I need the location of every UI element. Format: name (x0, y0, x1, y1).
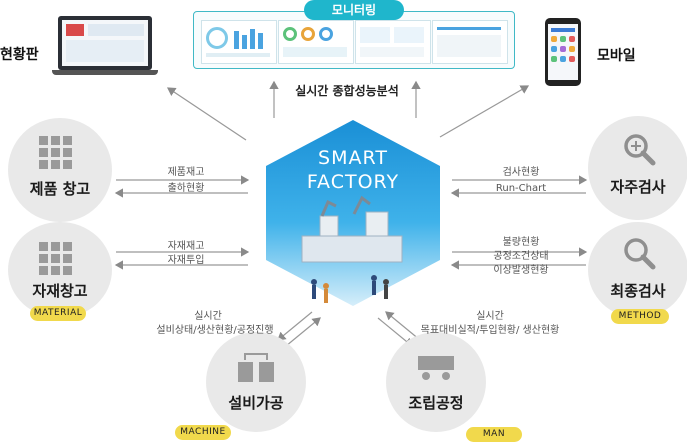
flow-assembly-realtime: 실시간 (476, 311, 504, 322)
magnifier-icon (624, 238, 656, 270)
material-warehouse-label: 자재창고 (32, 282, 88, 300)
mobile-label: 모바일 (597, 48, 636, 64)
grid-icon (39, 136, 72, 169)
flow-product-in: 제품재고 (167, 167, 205, 178)
conveyor-illustration (301, 235, 403, 263)
realtime-analysis-label: 실시간 종합성능분석 (295, 84, 399, 98)
final-inspection-label: 최종검사 (610, 282, 666, 300)
smart-factory-hub (266, 120, 440, 306)
flow-material-in: 자재재고 (167, 241, 205, 252)
grid-icon (39, 242, 72, 275)
dashboard-laptop-icon (52, 16, 158, 78)
flow-assembly-detail: 목표대비실적/투입현황/ 생산현황 (420, 325, 560, 336)
flow-anomaly: 이상발생현황 (493, 265, 549, 276)
assembly-label: 조립공정 (408, 394, 464, 412)
flow-product-out: 출하현황 (167, 183, 205, 194)
monitor-screen-2 (278, 20, 354, 64)
monitoring-title: 모니터링 (304, 0, 404, 20)
equipment-node: 설비가공 (206, 332, 306, 432)
flow-defect-status: 불량현황 (502, 237, 540, 248)
monitor-screen-3 (355, 20, 431, 64)
hub-title-line2: FACTORY (306, 171, 400, 193)
tag-material: MATERIAL (30, 306, 86, 321)
flow-equipment-detail: 설비상태/생산현황/공정진행 (156, 325, 274, 336)
monitor-screen-1 (201, 20, 277, 64)
equipment-label: 설비가공 (228, 394, 284, 412)
tag-man: MAN (466, 427, 522, 442)
assembly-node: 조립공정 (386, 332, 486, 432)
tag-machine: MACHINE (175, 425, 231, 440)
hub-title-line1: SMART (318, 147, 388, 169)
flow-material-out: 자재투입 (167, 255, 205, 266)
material-warehouse-node: 자재창고 (8, 222, 112, 318)
flow-equipment-realtime: 실시간 (194, 311, 222, 322)
flow-process-condition: 공정조건상태 (493, 251, 549, 262)
arrow-to-mobile (439, 85, 530, 138)
self-inspection-label: 자주검사 (610, 178, 666, 196)
dashboard-label: 현황판 (0, 47, 39, 63)
conveyor-cart-icon (418, 356, 454, 380)
mobile-phone-icon (545, 18, 581, 86)
flow-inspect-status: 검사현황 (502, 167, 540, 178)
magnifier-plus-icon (624, 134, 656, 166)
flow-run-chart: Run-Chart (495, 183, 547, 194)
monitor-screen-4 (432, 20, 508, 64)
final-inspection-node: 최종검사 (588, 222, 687, 318)
robot-arm-icon (352, 195, 371, 215)
machine-icon (238, 353, 274, 382)
tag-method: METHOD (611, 309, 669, 324)
product-warehouse-node: 제품 창고 (8, 118, 112, 222)
product-warehouse-label: 제품 창고 (29, 180, 91, 198)
self-inspection-node: 자주검사 (588, 116, 687, 220)
arrow-to-dashboard (167, 87, 247, 141)
